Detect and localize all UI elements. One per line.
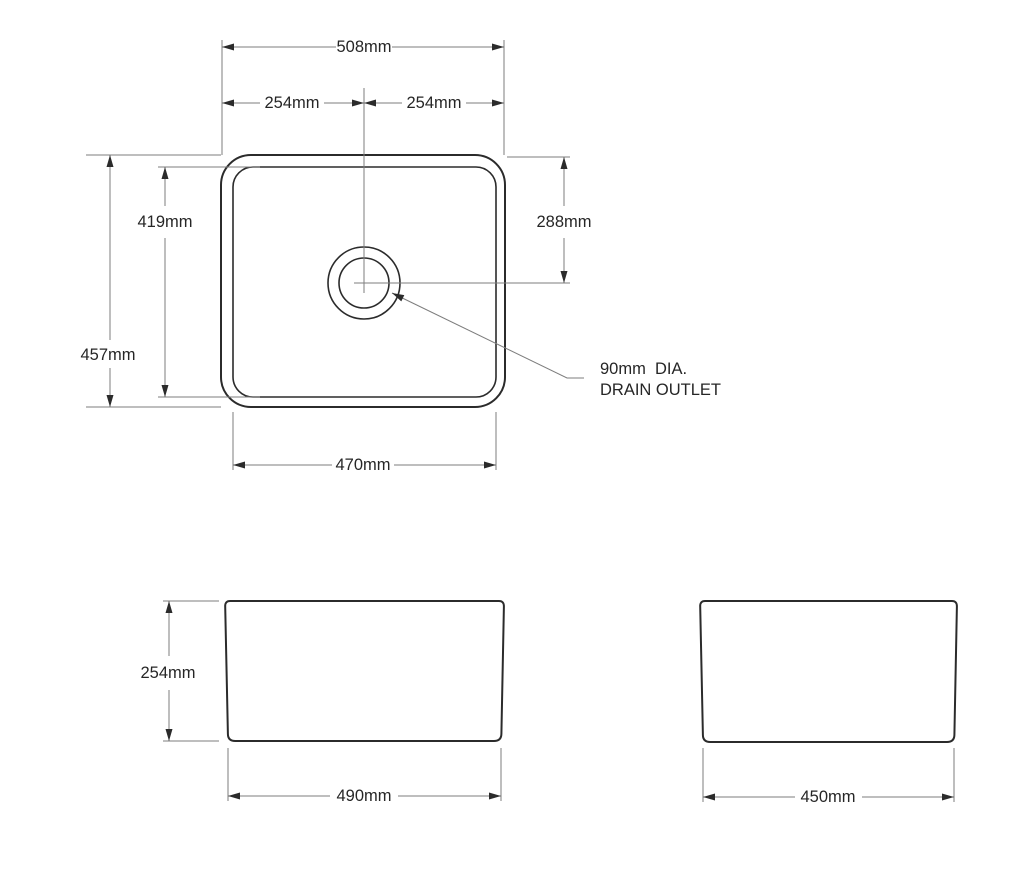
arrowhead-left bbox=[364, 99, 376, 107]
dim-right-half-width: 254mm bbox=[364, 94, 504, 112]
dim-front-width: 490mm bbox=[227, 748, 502, 805]
dim-overall-depth-label: 457mm bbox=[80, 346, 135, 364]
arrowhead-left bbox=[703, 793, 715, 801]
arrowhead-left bbox=[222, 99, 234, 107]
drain-leader-line bbox=[391, 292, 584, 379]
dim-front-width-label: 490mm bbox=[336, 787, 391, 805]
dim-drain-offset: 288mm bbox=[374, 156, 592, 284]
drain-note-line1: 90mm DIA. bbox=[600, 360, 687, 378]
dim-front-height-label: 254mm bbox=[140, 664, 195, 682]
dim-front-height: 254mm bbox=[140, 600, 219, 742]
drain-note-line2: DRAIN OUTLET bbox=[600, 381, 721, 399]
dim-left-half-label: 254mm bbox=[264, 94, 319, 112]
arrowhead-right bbox=[484, 461, 496, 469]
arrowhead-down bbox=[165, 729, 173, 741]
arrowhead-right bbox=[942, 793, 954, 801]
leader-arrowhead bbox=[392, 293, 405, 302]
arrowhead-down bbox=[560, 271, 568, 283]
arrowhead-left bbox=[233, 461, 245, 469]
arrowhead-up bbox=[560, 157, 568, 169]
arrowhead-left bbox=[222, 43, 234, 51]
dim-side-width: 450mm bbox=[702, 748, 955, 806]
dim-drain-offset-label: 288mm bbox=[536, 213, 591, 231]
dim-inner-depth: 419mm bbox=[137, 166, 260, 398]
arrowhead-up bbox=[161, 167, 169, 179]
arrowhead-down bbox=[106, 395, 114, 407]
side-view-outline bbox=[699, 600, 958, 743]
dim-inner-depth-label: 419mm bbox=[137, 213, 192, 231]
side-view: 450mm bbox=[699, 600, 958, 806]
dim-inner-width-label: 470mm bbox=[335, 456, 390, 474]
arrowhead-right bbox=[492, 99, 504, 107]
dim-side-width-label: 450mm bbox=[800, 788, 855, 806]
dim-right-half-label: 254mm bbox=[406, 94, 461, 112]
dim-overall-depth: 457mm bbox=[80, 154, 221, 408]
arrowhead-down bbox=[161, 385, 169, 397]
front-view: 254mm 490mm bbox=[140, 600, 505, 805]
arrowhead-up bbox=[165, 601, 173, 613]
dim-overall-width-label: 508mm bbox=[336, 38, 391, 56]
drain-annotation: 90mm DIA. DRAIN OUTLET bbox=[391, 292, 721, 399]
dim-inner-width: 470mm bbox=[232, 412, 497, 474]
arrowhead-right bbox=[492, 43, 504, 51]
plan-view-outer-rim bbox=[220, 154, 506, 408]
arrowhead-up bbox=[106, 155, 114, 167]
dim-left-half-width: 254mm bbox=[222, 88, 365, 275]
plan-view bbox=[220, 154, 506, 408]
dim-overall-width: 508mm bbox=[221, 38, 505, 155]
front-view-outline bbox=[224, 600, 505, 742]
arrowhead-right bbox=[352, 99, 364, 107]
arrowhead-right bbox=[489, 792, 501, 800]
arrowhead-left bbox=[228, 792, 240, 800]
